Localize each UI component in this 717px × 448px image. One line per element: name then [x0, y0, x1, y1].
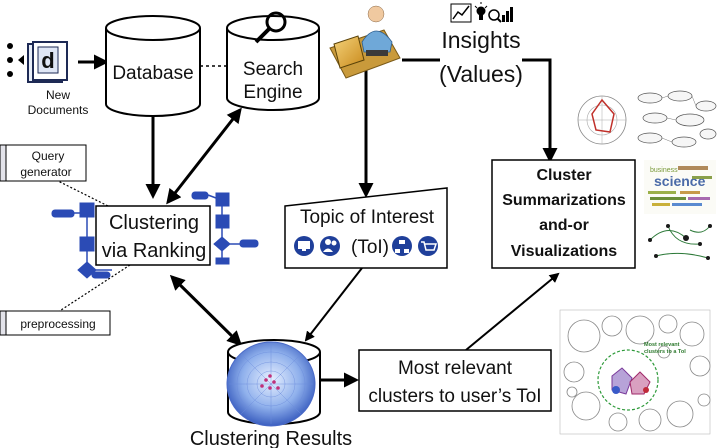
document-letter: d	[41, 48, 54, 73]
arrow-topic-to-results	[304, 267, 363, 342]
summ-label-4: Visualizations	[511, 243, 618, 260]
query-generator-label-2: generator	[20, 165, 71, 179]
query-generator-box: Query generator	[0, 144, 87, 182]
preprocessing-label: preprocessing	[20, 317, 95, 331]
clustering-label-2: via Ranking	[102, 240, 207, 262]
new-documents: d New Documents	[7, 41, 89, 117]
insights: Insights (Values)	[439, 2, 523, 87]
magnifier-icon	[254, 11, 287, 44]
clustering-label-1: Clustering	[109, 212, 199, 234]
radar-visualization-thumb	[568, 85, 717, 157]
people-icon	[320, 236, 340, 256]
arrow-relevant-to-summ	[465, 272, 560, 351]
summ-label-1: Cluster	[536, 167, 591, 184]
search-engine-cylinder: Search Engine	[226, 11, 320, 111]
insights-label-2: (Values)	[439, 61, 523, 87]
document-stack-icon: d	[7, 41, 68, 83]
chart-icons	[450, 2, 513, 23]
arrow-clustering-results	[169, 274, 243, 347]
most-relevant-box: Most relevant clusters to user’s ToI	[358, 349, 552, 412]
word-cloud-science: science	[654, 173, 706, 189]
computer-icon	[294, 236, 314, 256]
bubble-note-line1: Most relevant	[644, 342, 680, 348]
database-cylinder: Database	[105, 15, 201, 117]
most-relevant-label-1: Most relevant	[398, 358, 513, 379]
most-relevant-label-2: clusters to user’s ToI	[368, 386, 541, 407]
search-engine-label-2: Engine	[243, 82, 302, 103]
cluster-bubbles-thumb: Most relevant clusters to a ToI	[559, 309, 711, 435]
query-generator-label-1: Query	[32, 149, 65, 163]
cart-icon	[418, 236, 438, 256]
connectors	[55, 54, 560, 388]
clustering-results: Clustering Results	[190, 339, 352, 448]
new-documents-label-1: New	[46, 88, 70, 102]
clustering-results-label: Clustering Results	[190, 428, 352, 448]
topic-label-1: Topic of Interest	[300, 207, 435, 228]
bubble-note-line2: clusters to a ToI	[644, 349, 686, 355]
new-documents-label-2: Documents	[28, 103, 89, 117]
word-cloud-business: business	[650, 167, 678, 174]
network-graph-thumb	[644, 218, 716, 268]
user-at-computer-icon	[329, 5, 401, 79]
summ-label-3: and-or	[539, 217, 589, 234]
search-engine-label-1: Search	[243, 59, 303, 80]
network-icon	[392, 236, 412, 256]
preprocessing-box: preprocessing	[0, 310, 111, 336]
topic-of-interest-box: Topic of Interest (ToI)	[284, 187, 448, 269]
clustering-via-ranking-box: Clustering via Ranking	[95, 205, 211, 266]
clustering-flowchart-icon	[51, 191, 259, 279]
word-cloud-thumb: business science	[644, 160, 716, 214]
insights-label-1: Insights	[441, 27, 520, 53]
topic-label-2: (ToI)	[351, 237, 389, 258]
results-cylinder-icon	[226, 339, 321, 427]
summ-label-2: Summarizations	[502, 192, 626, 209]
arrow-insights-to-summ	[522, 58, 558, 163]
arrow-clustering-search	[166, 107, 242, 205]
cluster-summarizations-box: Cluster Summarizations and-or Visualizat…	[491, 159, 636, 269]
database-label: Database	[112, 63, 193, 84]
